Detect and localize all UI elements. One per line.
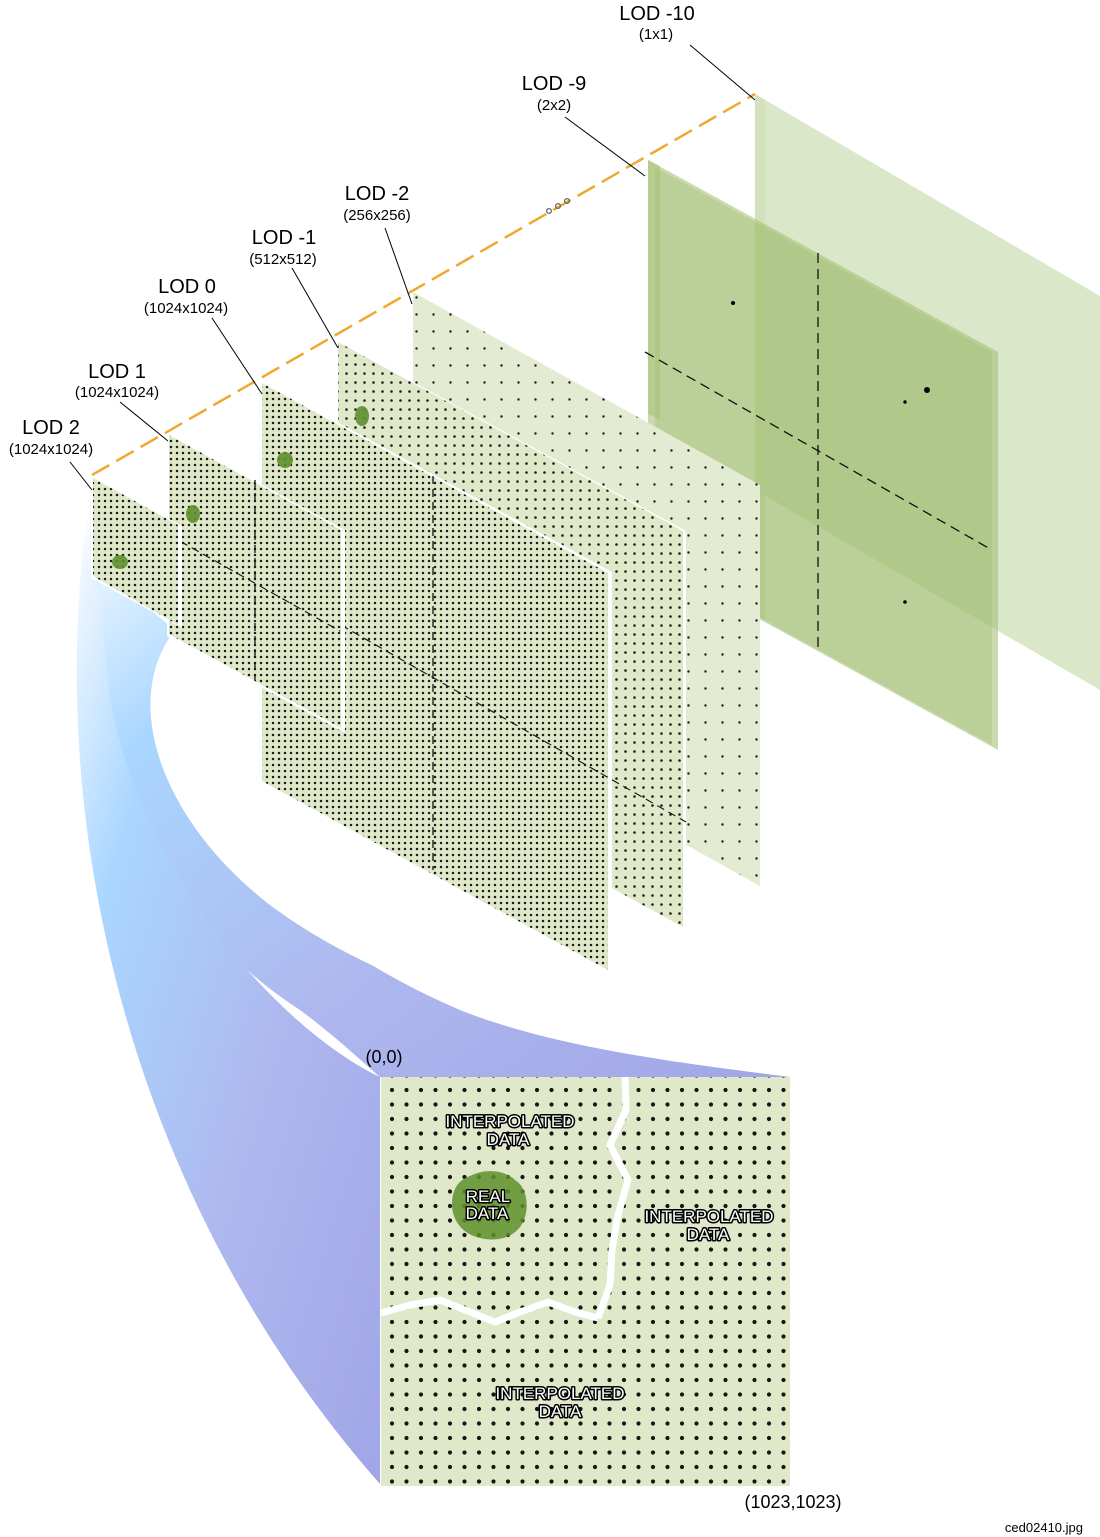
lod-label-size: (1x1) (639, 26, 673, 43)
lod-label-minus-1: LOD -1 (512x512) (249, 227, 317, 268)
boundary-line-vertical (594, 1076, 632, 1320)
lod-label-title: LOD 0 (158, 276, 216, 298)
lod-label-size: (256x256) (343, 207, 411, 224)
lod-label-2: LOD 2 (1024x1024) (9, 417, 93, 458)
lod-label-minus-10: LOD -10 (1x1) (619, 3, 695, 43)
end-coordinate-label: (1023,1023) (744, 1492, 841, 1512)
boundary-line-horizontal (380, 1296, 599, 1326)
lod-label-size: (1024x1024) (75, 384, 159, 401)
ellipsis-marker (545, 197, 571, 215)
lod-label-size: (1024x1024) (144, 300, 228, 317)
region-label-bottom-line2: DATA (539, 1402, 582, 1421)
lod-2-pane (91, 476, 182, 628)
region-label-right-line2: DATA (687, 1225, 730, 1244)
lod-label-title: LOD 1 (88, 361, 146, 383)
leader-lines (69, 44, 756, 491)
region-label-right-line1: INTERPOLATED (644, 1207, 773, 1226)
alignment-guide-line (91, 92, 756, 477)
lod-label-0: LOD 0 (1024x1024) (144, 276, 228, 317)
region-label-top-left-line1: INTERPOLATED (445, 1112, 574, 1131)
image-filename: ced02410.jpg (1005, 1520, 1083, 1535)
region-label-bottom-line1: INTERPOLATED (495, 1384, 624, 1403)
lod-label-1: LOD 1 (1024x1024) (75, 361, 159, 401)
lod-label-size: (1024x1024) (9, 441, 93, 458)
lod-label-title: LOD -1 (252, 227, 316, 249)
region-label-real-line2: DATA (466, 1204, 509, 1223)
detail-grid: INTERPOLATED DATA REAL DATA INTERPOLATED… (380, 1076, 790, 1486)
lod-label-minus-9: LOD -9 (2x2) (522, 73, 586, 114)
lod-label-size: (512x512) (249, 251, 317, 268)
region-label-real-line1: REAL (466, 1187, 510, 1206)
lod-label-title: LOD 2 (22, 417, 80, 439)
lod-label-minus-2: LOD -2 (256x256) (343, 183, 411, 224)
lod-label-size: (2x2) (537, 97, 571, 114)
origin-coordinate-label: (0,0) (365, 1047, 402, 1067)
region-label-top-left-line2: DATA (487, 1130, 530, 1149)
lod-0-pane (260, 380, 687, 975)
real-data-blob (452, 1171, 527, 1240)
lod-label-title: LOD -10 (619, 3, 695, 25)
lod-label-title: LOD -2 (345, 183, 409, 205)
lod-1-pane (167, 433, 345, 733)
lod-label-title: LOD -9 (522, 73, 586, 95)
